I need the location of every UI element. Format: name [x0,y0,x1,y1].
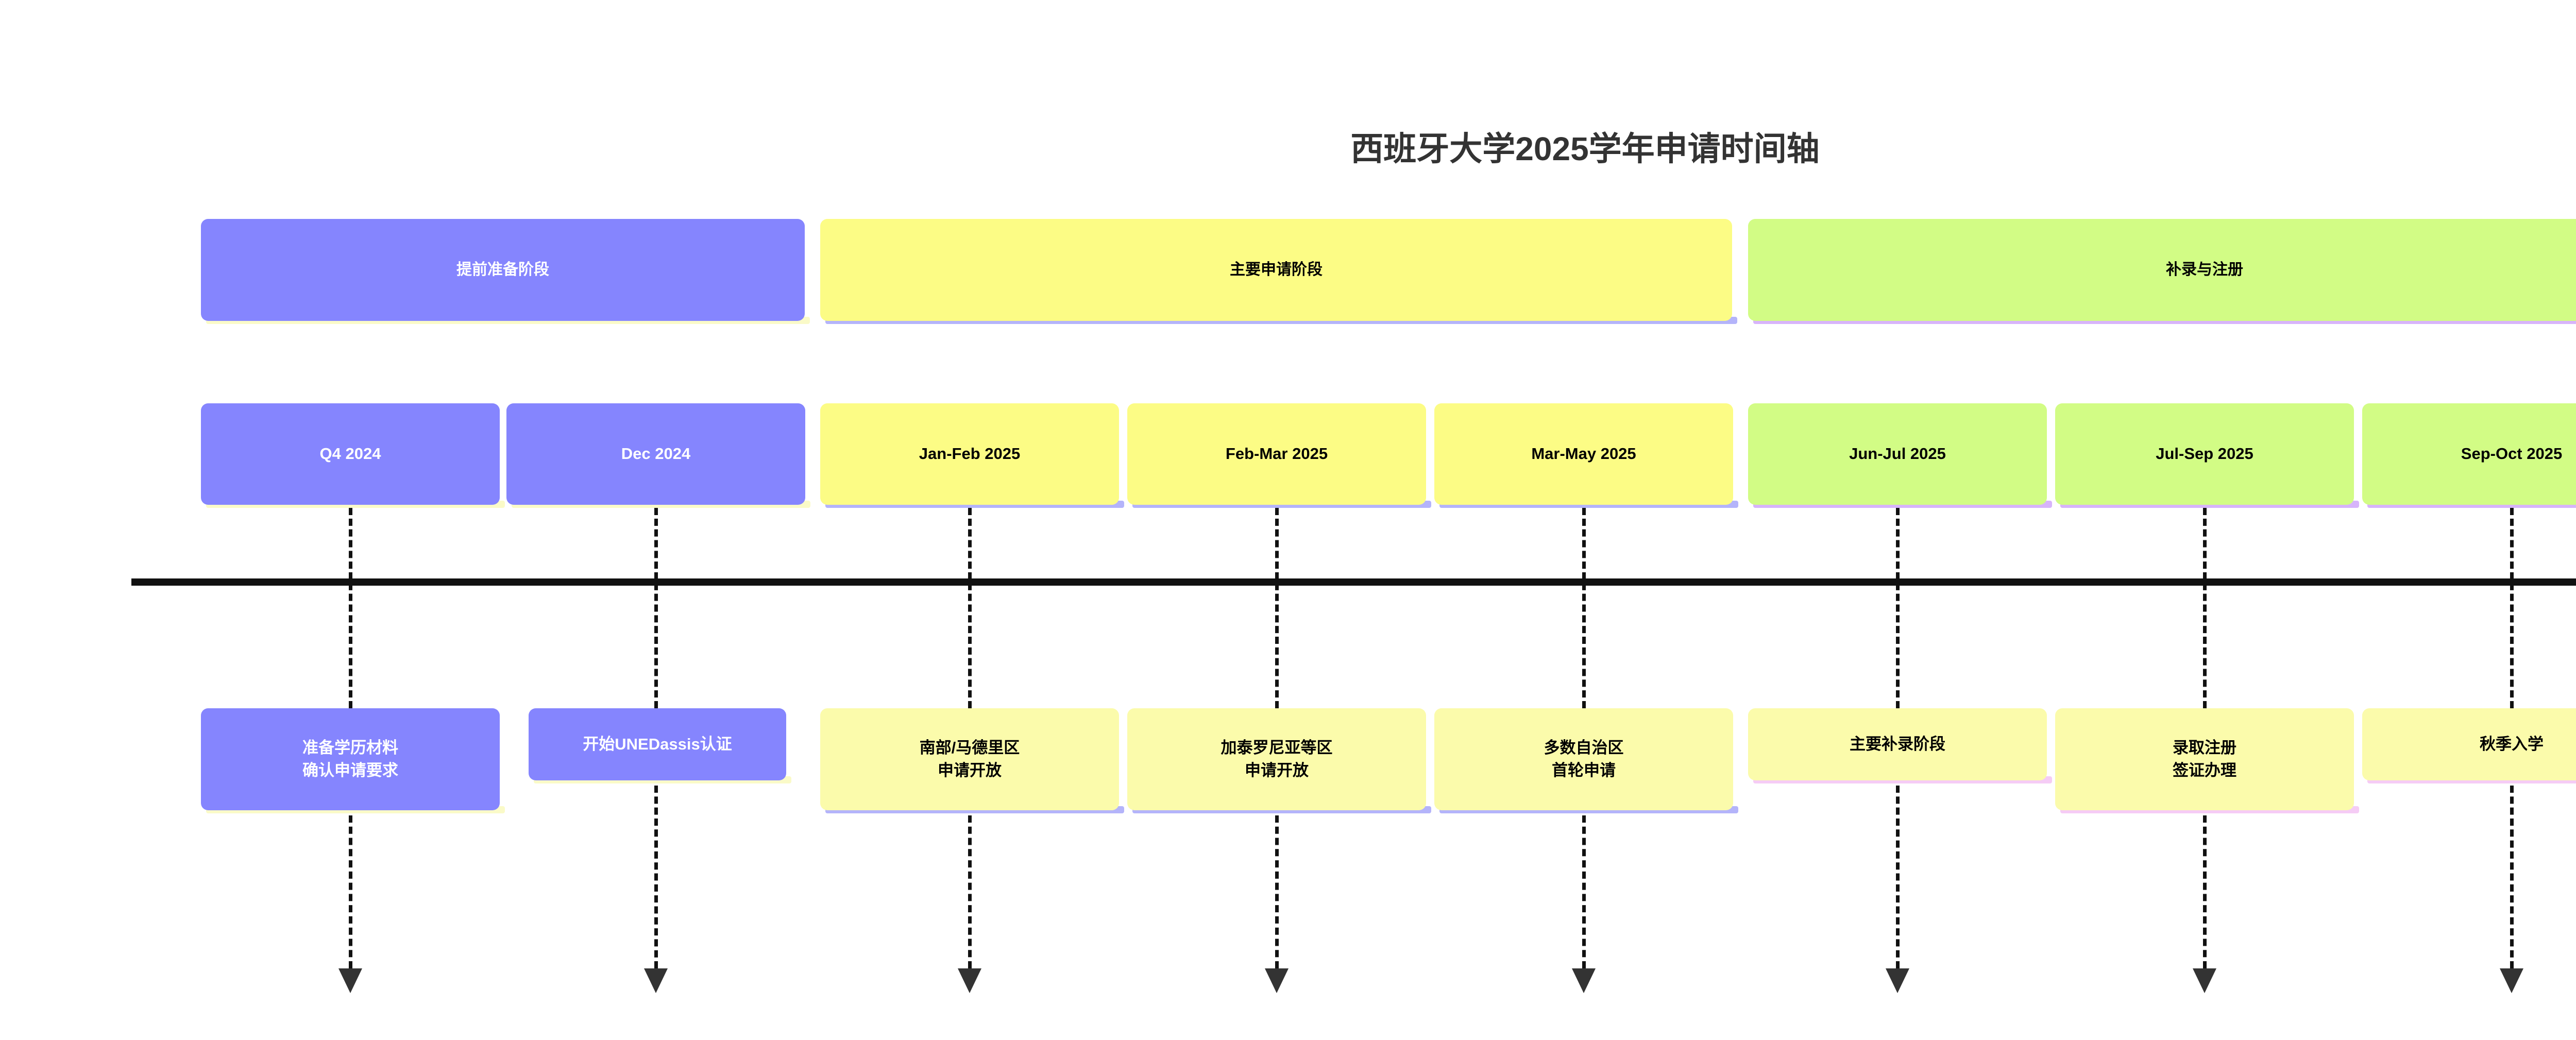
description-box-line: 南部/马德里区 [919,738,1020,757]
description-box-8[interactable]: 秋季入学 [2362,708,2576,780]
date-box-label: Dec 2024 [621,445,691,463]
connector-arrow-icon [2193,968,2216,993]
description-box-4[interactable]: 加泰罗尼亚等区申请开放 [1127,708,1426,810]
description-box-3[interactable]: 南部/马德里区申请开放 [820,708,1119,810]
description-box-line: 秋季入学 [2480,735,2544,753]
date-box-1[interactable]: Q4 2024 [201,403,500,505]
connector-line-upper [654,508,658,708]
connector-line-lower [1582,815,1586,968]
description-box-2[interactable]: 开始UNEDassis认证 [529,708,786,780]
date-box-label: Mar-May 2025 [1531,445,1636,463]
date-box-label: Feb-Mar 2025 [1225,445,1328,463]
date-box-5[interactable]: Mar-May 2025 [1434,403,1733,505]
date-box-label: Sep-Oct 2025 [2461,445,2563,463]
date-box-3[interactable]: Jan-Feb 2025 [820,403,1119,505]
description-box-line: 签证办理 [2173,761,2236,779]
connector-line-lower [1896,786,1900,968]
connector-line-upper [1582,508,1586,708]
connector-line-lower [654,786,658,968]
date-box-8[interactable]: Sep-Oct 2025 [2362,403,2576,505]
description-box-line: 首轮申请 [1552,761,1616,779]
date-box-4[interactable]: Feb-Mar 2025 [1127,403,1426,505]
connector-arrow-icon [644,968,668,993]
connector-arrow-icon [958,968,981,993]
connector-arrow-icon [1886,968,1909,993]
timeline-axis-line [131,578,2576,586]
date-box-label: Q4 2024 [319,445,381,463]
phase-bar-1[interactable]: 提前准备阶段 [201,219,805,321]
connector-line-upper [1275,508,1279,708]
connector-line-upper [1896,508,1900,708]
page-title: 西班牙大学2025学年申请时间轴 [1350,130,1820,167]
description-box-line: 主要补录阶段 [1850,735,1945,753]
phase-bar-2[interactable]: 主要申请阶段 [820,219,1732,321]
phase-bar-label: 主要申请阶段 [1230,261,1323,278]
description-box-1[interactable]: 准备学历材料确认申请要求 [201,708,500,810]
description-box-line: 开始UNEDassis认证 [583,735,732,753]
connector-arrow-icon [1572,968,1596,993]
description-box-line: 录取注册 [2173,738,2236,757]
description-box-line: 申请开放 [1245,761,1309,779]
connector-line-lower [2203,815,2207,968]
connector-line-upper [2510,508,2514,708]
date-box-2[interactable]: Dec 2024 [506,403,805,505]
description-box-line: 申请开放 [938,761,1002,779]
description-box-line: 确认申请要求 [302,761,398,779]
description-box-7[interactable]: 录取注册签证办理 [2055,708,2354,810]
description-box-6[interactable]: 主要补录阶段 [1748,708,2047,780]
phase-bar-3[interactable]: 补录与注册 [1748,219,2576,321]
description-box-line: 加泰罗尼亚等区 [1221,738,1333,757]
description-box-line: 多数自治区 [1544,738,1624,757]
date-box-label: Jan-Feb 2025 [919,445,1021,463]
date-box-label: Jun-Jul 2025 [1849,445,1946,463]
connector-line-lower [349,815,352,968]
connector-line-upper [349,508,352,708]
description-box-5[interactable]: 多数自治区首轮申请 [1434,708,1733,810]
connector-line-upper [968,508,972,708]
connector-arrow-icon [1265,968,1289,993]
connector-line-lower [2510,786,2514,968]
date-box-7[interactable]: Jul-Sep 2025 [2055,403,2354,505]
phase-bar-label: 补录与注册 [2166,261,2243,278]
date-box-6[interactable]: Jun-Jul 2025 [1748,403,2047,505]
date-box-label: Jul-Sep 2025 [2156,445,2253,463]
connector-line-lower [968,815,972,968]
connector-line-lower [1275,815,1279,968]
description-box-line: 准备学历材料 [302,738,398,757]
connector-arrow-icon [338,968,362,993]
connector-line-upper [2203,508,2207,708]
phase-bar-label: 提前准备阶段 [456,261,549,278]
connector-arrow-icon [2500,968,2523,993]
